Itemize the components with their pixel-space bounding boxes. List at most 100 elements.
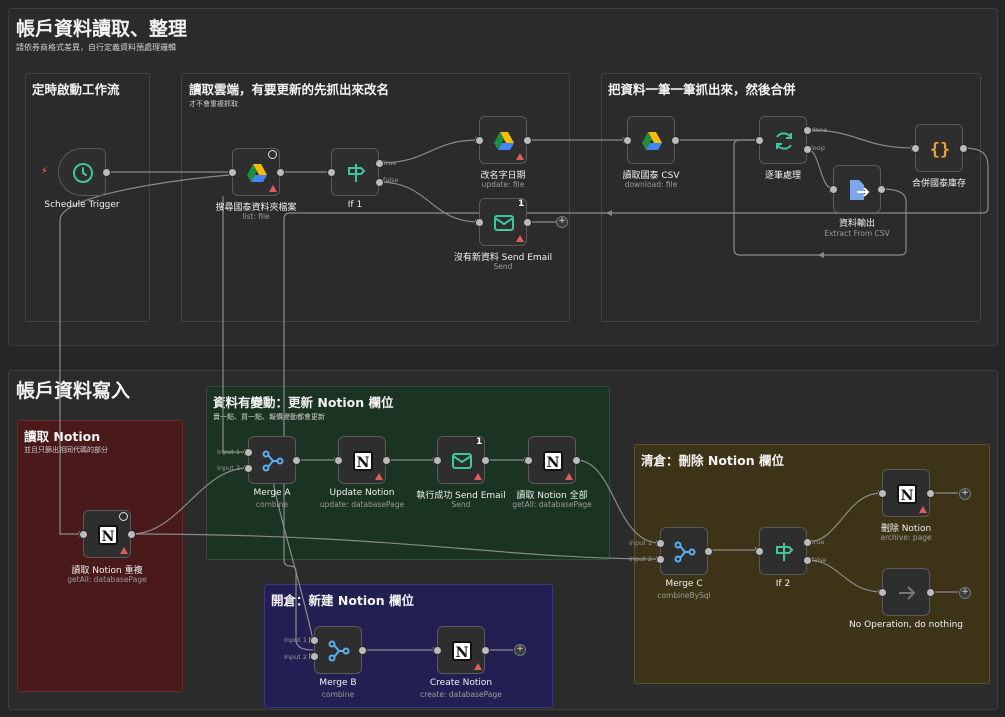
input-port[interactable] [475, 218, 484, 227]
node-read-csv-sub: download: file [624, 180, 678, 189]
node-no-data-email-label: 沒有新資料 Send Email [453, 253, 553, 263]
input-port[interactable] [475, 136, 484, 145]
group-create-notion [264, 584, 553, 708]
notion-icon: N [897, 484, 917, 504]
output-port[interactable] [358, 646, 367, 655]
input-port[interactable] [433, 646, 442, 655]
input-port[interactable] [334, 456, 343, 465]
mail-icon [494, 215, 514, 231]
warning-icon [474, 473, 482, 480]
refresh-icon [776, 132, 792, 150]
node-rename-date-sub: update: file [481, 180, 525, 189]
node-search-folder-label: 搜尋國泰資料夾檔案 [215, 203, 297, 213]
node-if2[interactable] [759, 527, 807, 575]
output-port[interactable] [803, 556, 812, 565]
input-port[interactable] [327, 168, 336, 177]
output-port[interactable] [877, 185, 886, 194]
node-no-data-email[interactable] [479, 198, 527, 246]
input-port[interactable] [244, 448, 253, 457]
output-port[interactable] [382, 456, 391, 465]
file-export-icon [850, 180, 870, 200]
node-loop-items[interactable] [759, 116, 807, 164]
input-port[interactable] [310, 636, 319, 645]
input-port[interactable] [755, 136, 764, 145]
output-port[interactable] [803, 145, 812, 154]
loop-loop-label: loop [811, 144, 825, 152]
input-port[interactable] [829, 185, 838, 194]
output-port[interactable] [523, 218, 532, 227]
group-create-notion-title: 開倉：新建 Notion 欄位 [271, 593, 414, 608]
output-port[interactable] [523, 136, 532, 145]
node-merge-a-label: Merge A [253, 488, 291, 498]
input-port[interactable] [656, 539, 665, 548]
node-merge-c-label: Merge C [665, 579, 703, 589]
output-port[interactable] [671, 136, 680, 145]
input-port[interactable] [623, 136, 632, 145]
warning-icon [474, 663, 482, 670]
output-port[interactable] [704, 547, 713, 556]
group-merge-title: 把資料一筆一筆抓出來，然後合併 [608, 82, 796, 97]
input-port[interactable] [755, 547, 764, 556]
warning-icon [565, 473, 573, 480]
input-port[interactable] [878, 588, 887, 597]
add-node-button[interactable]: + [514, 644, 526, 656]
node-if1[interactable] [331, 148, 379, 196]
mergeC-input1-label: Input 1 [629, 539, 653, 547]
group-schedule [25, 73, 150, 322]
output-port[interactable] [926, 489, 935, 498]
output-port[interactable] [481, 456, 490, 465]
output-port[interactable] [803, 126, 812, 135]
output-port[interactable] [481, 646, 490, 655]
input-port[interactable] [310, 652, 319, 661]
output-port[interactable] [102, 168, 111, 177]
input-port[interactable] [911, 144, 920, 153]
input-port[interactable] [524, 456, 533, 465]
node-read-csv[interactable] [627, 116, 675, 164]
node-extract-csv[interactable] [833, 165, 881, 213]
node-schedule-trigger[interactable] [58, 148, 106, 196]
node-read-notion-dup-sub: getAll: databasePage [67, 575, 147, 584]
node-merge-b[interactable] [314, 626, 362, 674]
input-port[interactable] [433, 456, 442, 465]
output-port[interactable] [127, 530, 136, 539]
node-read-csv-label: 讀取國泰 CSV [622, 171, 680, 181]
node-combine-inventory[interactable]: {} [915, 124, 963, 172]
node-no-operation-label: No Operation, do nothing [848, 620, 964, 630]
trigger-bolt-icon: ⚡ [41, 166, 49, 177]
notion-icon: N [452, 641, 472, 661]
add-node-button[interactable]: + [959, 587, 971, 599]
refresh-badge-icon [268, 150, 277, 159]
input-port[interactable] [244, 464, 253, 473]
node-extract-csv-label: 資料輸出 [838, 219, 875, 229]
output-port[interactable] [572, 456, 581, 465]
svg-text:{}: {} [930, 140, 950, 160]
input-port[interactable] [656, 555, 665, 564]
top-section-subtitle: 請依券商格式差異，自行定義資料預處理邏輯 [16, 43, 176, 52]
node-merge-a[interactable] [248, 436, 296, 484]
group-clear-notion-title: 清倉：刪除 Notion 欄位 [641, 453, 784, 468]
signpost-icon [776, 543, 794, 561]
output-port[interactable] [292, 456, 301, 465]
input-port[interactable] [79, 530, 88, 539]
if1-false-label: false [383, 176, 399, 184]
group-merge [601, 73, 981, 322]
output-port[interactable] [375, 178, 384, 187]
add-node-button[interactable]: + [959, 488, 971, 500]
add-node-button[interactable]: + [556, 216, 568, 228]
svg-text:N: N [547, 455, 560, 471]
node-update-notion[interactable]: N [338, 436, 386, 484]
node-merge-b-sub: combine [321, 690, 355, 699]
node-merge-c[interactable] [660, 527, 708, 575]
warning-icon [120, 547, 128, 554]
input-port[interactable] [878, 489, 887, 498]
if2-false-label: false [811, 556, 827, 564]
output-port[interactable] [803, 538, 812, 547]
node-no-operation[interactable] [882, 568, 930, 616]
output-port[interactable] [959, 144, 968, 153]
group-cloud [181, 73, 570, 322]
output-port[interactable] [375, 159, 384, 168]
output-port[interactable] [926, 588, 935, 597]
output-port[interactable] [276, 168, 285, 177]
input-port[interactable] [228, 168, 237, 177]
